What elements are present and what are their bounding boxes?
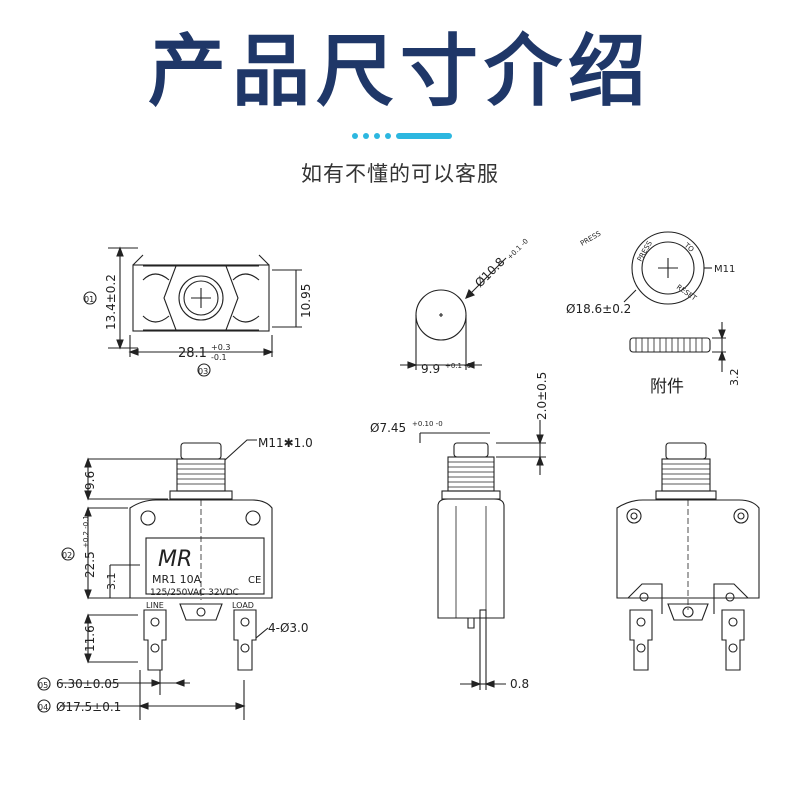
accessory-view — [623, 231, 726, 372]
side-view — [419, 420, 546, 690]
ref-01-label: 01 — [84, 295, 94, 304]
accessory-thick-dim: 3.2 — [728, 369, 741, 387]
front-body-dim: 22.5 — [83, 551, 97, 578]
top-view — [83, 246, 302, 377]
button-width-tol: +0.1 -0 — [445, 362, 471, 370]
front-span-dim: Ø17.5±0.1 — [56, 700, 121, 714]
button-width-dim: 9.9 — [421, 362, 440, 376]
front-model: MR1 10A — [152, 573, 202, 586]
side-dia-dim: Ø7.45 — [370, 421, 406, 435]
side-dia-tol: +0.10 -0 — [412, 420, 443, 428]
accessory-thread-label: M11 — [714, 264, 735, 275]
front-ce-mark: CE — [248, 575, 261, 586]
front-body-tol: +0.2 -0.1 — [82, 515, 90, 548]
top-width-tol-up: +0.3 — [211, 343, 230, 352]
accessory-press-label: PRESS — [579, 229, 603, 247]
button-dia-dim: Ø10.8 — [472, 255, 507, 290]
front-view: MR MR1 10A CE 125/250VAC 32VDC LINE LOAD — [37, 439, 273, 720]
accessory-dia-dim: Ø18.6±0.2 — [566, 302, 631, 316]
button-dia-tol: +0.1 -0 — [506, 237, 530, 261]
side-stroke-dim: 2.0±0.5 — [535, 372, 549, 420]
rear-view — [616, 442, 760, 671]
front-hole-label: 4-Ø3.0 — [268, 621, 309, 635]
accessory-caption: 附件 — [650, 377, 684, 397]
button-view — [400, 257, 507, 370]
top-width-dim: 28.1 — [178, 346, 207, 361]
ref-02-label: 02 — [62, 551, 72, 560]
front-pitch-dim: 6.30±0.05 — [56, 677, 120, 691]
ref-05-label: 05 — [38, 681, 48, 690]
title-underline-dots — [352, 133, 452, 139]
ref-03-label: 03 — [198, 367, 208, 376]
page-subtitle: 如有不懂的可以客服 — [301, 162, 499, 186]
page-title: 产品尺寸介绍 — [147, 27, 652, 117]
front-line-label: LINE — [146, 601, 164, 610]
front-thread-label: M11✱1.0 — [258, 436, 313, 450]
front-terminal-dim: 11.6 — [83, 625, 97, 652]
front-top-dim: 9.6 — [83, 471, 97, 490]
front-rating: 125/250VAC 32VDC — [150, 588, 239, 598]
side-pin-dim: 0.8 — [510, 677, 529, 691]
front-label-dim: 3.1 — [105, 573, 118, 591]
top-width-tol-dn: -0.1 — [211, 353, 227, 362]
top-inner-dim: 10.95 — [299, 284, 313, 318]
front-logo: MR — [158, 547, 192, 572]
top-height-dim: 13.4±0.2 — [104, 274, 118, 330]
front-load-label: LOAD — [232, 601, 254, 610]
ref-04-label: 04 — [38, 703, 48, 712]
ring-press-text: PRESS — [636, 239, 654, 263]
